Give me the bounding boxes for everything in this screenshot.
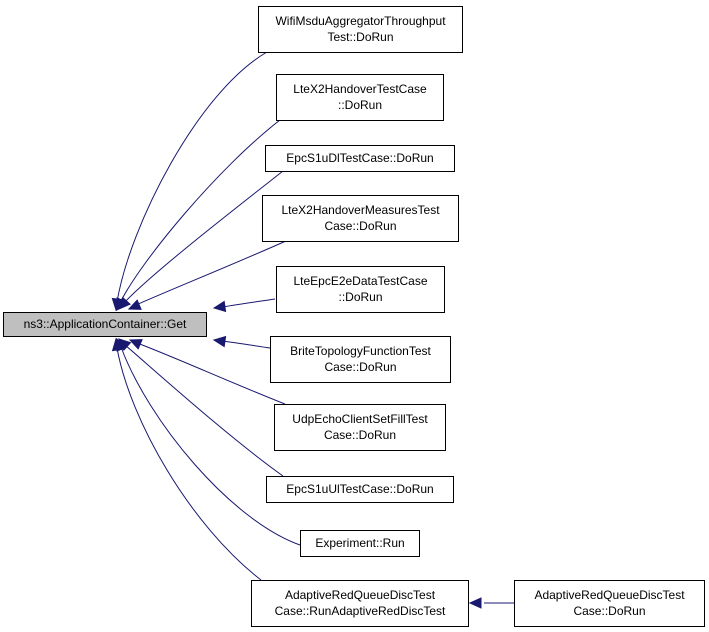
edge-n2-to-root xyxy=(116,119,281,312)
node-box xyxy=(514,580,705,627)
node-box xyxy=(270,336,451,383)
node-label-line: Case::DoRun xyxy=(324,219,396,233)
node-box xyxy=(265,145,455,172)
edge-n10-to-root xyxy=(111,337,262,581)
edge-n6-to-root-line xyxy=(221,340,271,349)
nodes-layer: ns3::ApplicationContainer::Get WifiMsduAg… xyxy=(3,6,705,627)
edge-n8-to-root-line xyxy=(124,344,284,477)
node-label-line: EpcS1uUlTestCase::DoRun xyxy=(286,482,433,496)
node-label-line: WifiMsduAggregatorThroughput xyxy=(275,14,446,28)
edge-n5-to-root-line xyxy=(221,298,276,308)
node-label-line: BriteTopologyFunctionTest xyxy=(290,344,431,358)
node-label-line: ::DoRun xyxy=(338,290,382,304)
edge-n6-to-root xyxy=(212,335,271,349)
edge-n3-to-root xyxy=(118,170,284,310)
node-label-line: Experiment::Run xyxy=(315,536,404,550)
node-box xyxy=(276,266,445,313)
caller-node-n8[interactable]: EpcS1uUlTestCase::DoRun xyxy=(266,476,454,503)
caller-node-n2[interactable]: LteX2HandoverTestCase::DoRun xyxy=(276,74,444,121)
edges-layer xyxy=(111,51,514,609)
edge-n5-to-root-arrowhead xyxy=(212,300,227,313)
edge-n10-to-root-line xyxy=(116,347,262,581)
caller-node-n9[interactable]: Experiment::Run xyxy=(300,530,420,557)
node-label-line: UdpEchoClientSetFillTest xyxy=(292,412,428,426)
edge-n1-to-root-line xyxy=(116,51,268,303)
node-label-line: LteX2HandoverTestCase xyxy=(293,82,427,96)
node-label-line: ::DoRun xyxy=(338,98,382,112)
node-label-line: Case::DoRun xyxy=(573,604,645,618)
node-label-line: Test::DoRun xyxy=(327,30,393,44)
edge-n11-to-n10 xyxy=(468,597,514,609)
edge-n3-to-root-arrowhead xyxy=(118,296,131,310)
edge-n7-to-root-line xyxy=(136,342,286,405)
node-box xyxy=(274,404,446,451)
node-box xyxy=(258,6,463,53)
node-box xyxy=(262,195,459,242)
caller-node-n5[interactable]: LteEpcE2eDataTestCase::DoRun xyxy=(276,266,445,313)
edge-n6-to-root-arrowhead xyxy=(212,335,227,348)
node-box xyxy=(266,476,454,503)
edge-n11-to-n10-arrowhead xyxy=(468,597,482,609)
node-box xyxy=(276,74,444,121)
edge-n8-to-root xyxy=(118,338,284,477)
edge-n9-to-root-line xyxy=(120,346,301,546)
node-box xyxy=(300,530,420,557)
node-label-line: ns3::ApplicationContainer::Get xyxy=(24,317,187,331)
edge-n7-to-root xyxy=(128,339,286,405)
node-label-line: Case::RunAdaptiveRedDiscTest xyxy=(275,604,446,618)
edge-n7-to-root-arrowhead xyxy=(128,339,143,350)
node-box xyxy=(251,580,469,627)
edge-n3-to-root-line xyxy=(123,170,284,304)
node-label-line: AdaptiveRedQueueDiscTest xyxy=(534,588,685,602)
caller-node-n10[interactable]: AdaptiveRedQueueDiscTestCase::RunAdaptiv… xyxy=(251,580,469,627)
edge-n2-to-root-line xyxy=(119,119,281,304)
edge-n4-to-root-arrowhead xyxy=(127,299,142,310)
node-box xyxy=(3,312,207,337)
node-label-line: AdaptiveRedQueueDiscTest xyxy=(285,588,436,602)
node-label-line: Case::DoRun xyxy=(324,428,396,442)
edge-n5-to-root xyxy=(212,298,276,313)
node-label-line: Case::DoRun xyxy=(324,360,396,374)
edge-n10-to-root-arrowhead xyxy=(111,337,124,352)
root-node[interactable]: ns3::ApplicationContainer::Get xyxy=(3,312,207,337)
edge-n4-to-root-line xyxy=(135,240,287,306)
caller-node-n3[interactable]: EpcS1uDlTestCase::DoRun xyxy=(265,145,455,172)
edge-n1-to-root xyxy=(111,51,268,312)
node-label-line: LteEpcE2eDataTestCase xyxy=(293,274,427,288)
edge-n4-to-root xyxy=(127,240,287,310)
node-label-line: EpcS1uDlTestCase::DoRun xyxy=(286,151,433,165)
node-label-line: LteX2HandoverMeasuresTest xyxy=(281,203,440,217)
